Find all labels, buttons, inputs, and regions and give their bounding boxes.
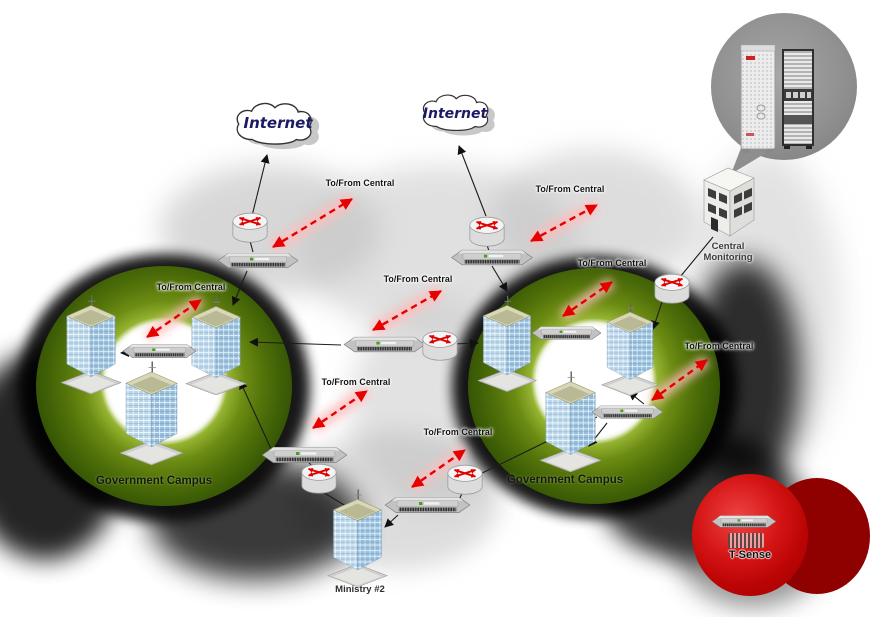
ministry-building (327, 488, 388, 587)
network-link (458, 490, 464, 501)
to-from-central-label: To/From Central (321, 377, 391, 387)
internet-label-right: Internet (422, 106, 488, 122)
switch-appliance (262, 446, 347, 464)
internet-label-left: Internet (243, 114, 313, 132)
router-icon (448, 465, 482, 494)
central-link-arrow (408, 445, 469, 492)
to-from-central-label: To/From Central (577, 258, 647, 268)
network-link (308, 462, 318, 471)
campus-ring-left (36, 266, 292, 506)
network-link (491, 265, 508, 292)
ministry-label: Ministry #2 (335, 584, 385, 595)
to-from-central-label: To/From Central (535, 184, 605, 194)
switch-appliance (343, 336, 426, 353)
switch-appliance (384, 496, 471, 514)
central-link-arrow (369, 285, 445, 336)
network-link (452, 338, 479, 348)
network-link (457, 145, 487, 217)
campus-ring-right (468, 268, 720, 504)
sensor-label: T-Sense (728, 549, 772, 561)
monitoring-building (703, 167, 755, 237)
router-icon (423, 331, 457, 360)
central-link-arrow (269, 193, 356, 253)
router-icon (470, 217, 504, 246)
switch-appliance (218, 252, 298, 269)
network-link (384, 514, 399, 528)
network-link (320, 490, 378, 526)
network-link (251, 154, 270, 217)
campus-label-right: Government Campus (506, 474, 624, 486)
monitoring-balloon-circle (711, 13, 857, 160)
router-icon (233, 213, 267, 242)
to-from-central-label: To/From Central (325, 178, 395, 188)
central-link-arrow (527, 199, 601, 247)
to-from-central-label: To/From Central (684, 341, 754, 351)
to-from-central-label: To/From Central (383, 274, 453, 284)
monitoring-label-line2: Monitoring (703, 252, 753, 263)
switch-appliance (451, 249, 533, 266)
vendor-logo (728, 533, 764, 548)
monitoring-label-line1: Central (711, 241, 745, 252)
router-icon (302, 464, 336, 493)
shadow-blob (290, 430, 500, 570)
central-link-arrow (309, 385, 371, 434)
monitoring-center-label: Central Monitoring (686, 241, 770, 263)
network-link (249, 240, 254, 253)
network-link (486, 244, 490, 252)
to-from-central-label: To/From Central (156, 282, 226, 292)
to-from-central-label: To/From Central (423, 427, 493, 437)
campus-label-left: Government Campus (95, 475, 213, 487)
